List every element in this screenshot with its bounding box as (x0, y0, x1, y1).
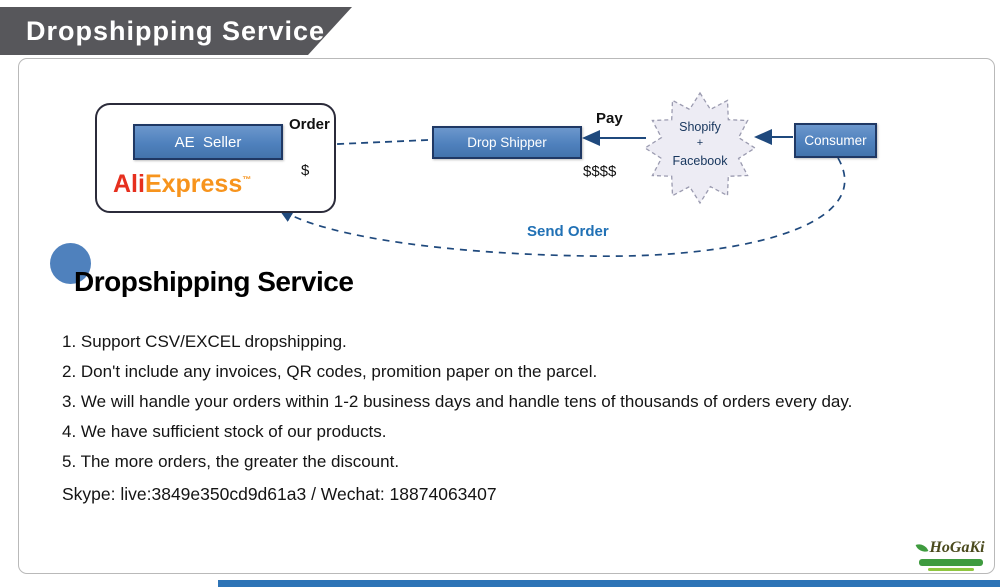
aliexpress-ali: Ali (113, 170, 145, 198)
logo-text: HoGaKi (929, 539, 985, 556)
logo-green-bar (919, 559, 983, 566)
order-label: Order (289, 116, 330, 133)
contact-line: Skype: live:3849e350cd9d61a3 / Wechat: 1… (62, 484, 497, 504)
consumer-box: Consumer (794, 123, 877, 158)
pay-label: Pay (596, 110, 623, 127)
bottom-blue-bar (218, 580, 1000, 587)
platform-facebook-label: Facebook (672, 154, 728, 168)
bullet-circle (50, 243, 91, 284)
platform-shopify-label: Shopify (679, 120, 721, 134)
drop-shipper-label: Drop Shipper (467, 135, 547, 150)
list-item: 3. We will handle your orders within 1-2… (62, 392, 853, 411)
leaf-icon (916, 541, 929, 555)
platform-plus-label: + (696, 137, 704, 149)
banner-title: Dropshipping Service (26, 16, 326, 46)
list-item: 5. The more orders, the greater the disc… (62, 452, 400, 471)
ae-seller-label: AE Seller (174, 133, 242, 151)
list-item: 1. Support CSV/EXCEL dropshipping. (62, 332, 347, 351)
list-item: 2. Don't include any invoices, QR codes,… (62, 362, 598, 381)
hogaki-logo: HoGaKi (914, 539, 988, 571)
pay-currency: $$$$ (583, 163, 617, 180)
consumer-label: Consumer (804, 133, 867, 148)
list-item: 4. We have sufficient stock of our produ… (62, 422, 387, 441)
ae-seller-box: AE Seller (133, 124, 283, 160)
aliexpress-logo: AliExpress™ (113, 170, 251, 199)
trademark-symbol: ™ (242, 174, 252, 185)
order-currency: $ (301, 162, 310, 179)
drop-shipper-box: Drop Shipper (432, 126, 582, 159)
logo-light-green-bar (928, 568, 974, 571)
send-order-label: Send Order (527, 223, 609, 240)
section-heading: Dropshipping Service (74, 266, 354, 297)
aliexpress-express: Express (144, 170, 243, 198)
title-banner: Dropshipping Service (0, 7, 352, 55)
logo-text-row: HoGaKi (914, 539, 988, 557)
